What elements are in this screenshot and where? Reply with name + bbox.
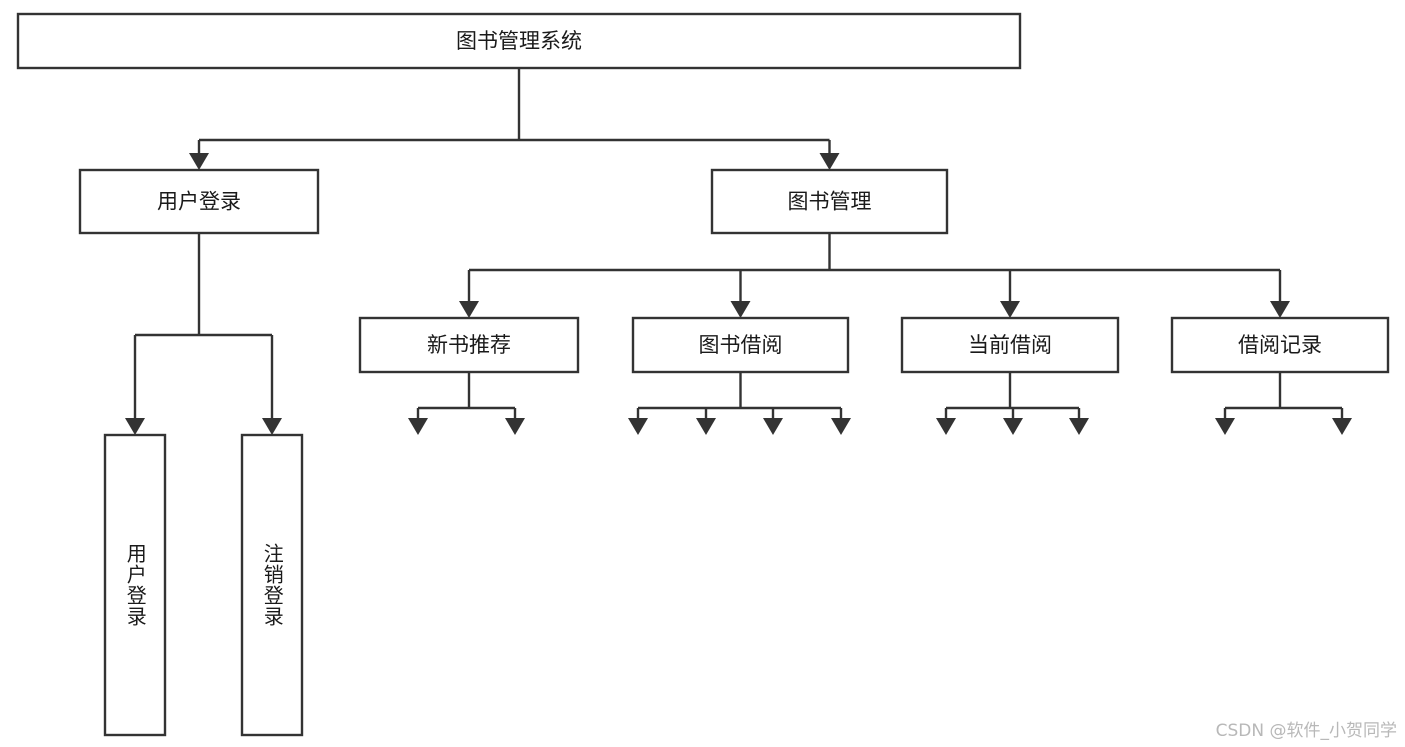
borrow-record-arrow-0-head <box>1215 418 1235 435</box>
borrow-record-arrow-1-head <box>1332 418 1352 435</box>
boxes-layer <box>16 12 1390 737</box>
current-borrow-arrow-0-head <box>936 418 956 435</box>
node-label-new-book-recommend: 新书推荐 <box>427 333 511 357</box>
root-arrow-1-head <box>819 153 840 170</box>
node-box-book-management[interactable] <box>710 168 949 235</box>
book-borrow-arrow-2-head <box>763 418 783 435</box>
book-borrow-arrow-1-head <box>696 418 716 435</box>
root-arrow-0-head <box>189 153 209 170</box>
node-box-user-login-logout[interactable] <box>240 433 304 737</box>
user-login-arrow-0-head <box>125 418 145 435</box>
node-label-borrow-record: 借阅记录 <box>1238 333 1322 357</box>
watermark: CSDN @软件_小贺同学 <box>1215 721 1397 741</box>
node-box-undefined[interactable] <box>16 12 1022 70</box>
node-label-current-borrow: 当前借阅 <box>968 333 1052 357</box>
book-management-arrow-2-head <box>1000 301 1020 318</box>
user-login-arrow-1-head <box>262 418 282 435</box>
current-borrow-arrow-1-head <box>1003 418 1023 435</box>
node-box-book-borrow[interactable] <box>631 316 850 374</box>
connectors-layer <box>125 68 1352 435</box>
node-label-user-login: 用户登录 <box>157 190 241 214</box>
book-borrow-arrow-0-head <box>628 418 648 435</box>
book-management-arrow-1-head <box>730 301 751 318</box>
node-box-current-borrow[interactable] <box>900 316 1120 374</box>
node-box-user-login-login[interactable] <box>103 433 167 737</box>
book-management-arrow-3-head <box>1270 301 1290 318</box>
current-borrow-arrow-2-head <box>1069 418 1089 435</box>
book-borrow-arrow-3-head <box>831 418 851 435</box>
book-management-arrow-0-head <box>459 301 479 318</box>
node-box-new-book-recommend[interactable] <box>358 316 580 374</box>
node-label-book-management: 图书管理 <box>788 190 872 214</box>
new-book-recommend-arrow-1-head <box>505 418 525 435</box>
new-book-recommend-arrow-0-head <box>408 418 428 435</box>
node-box-user-login[interactable] <box>78 168 320 235</box>
node-label-undefined: 图书管理系统 <box>456 29 582 53</box>
node-label-book-borrow: 图书借阅 <box>699 333 783 357</box>
node-box-borrow-record[interactable] <box>1170 316 1390 374</box>
